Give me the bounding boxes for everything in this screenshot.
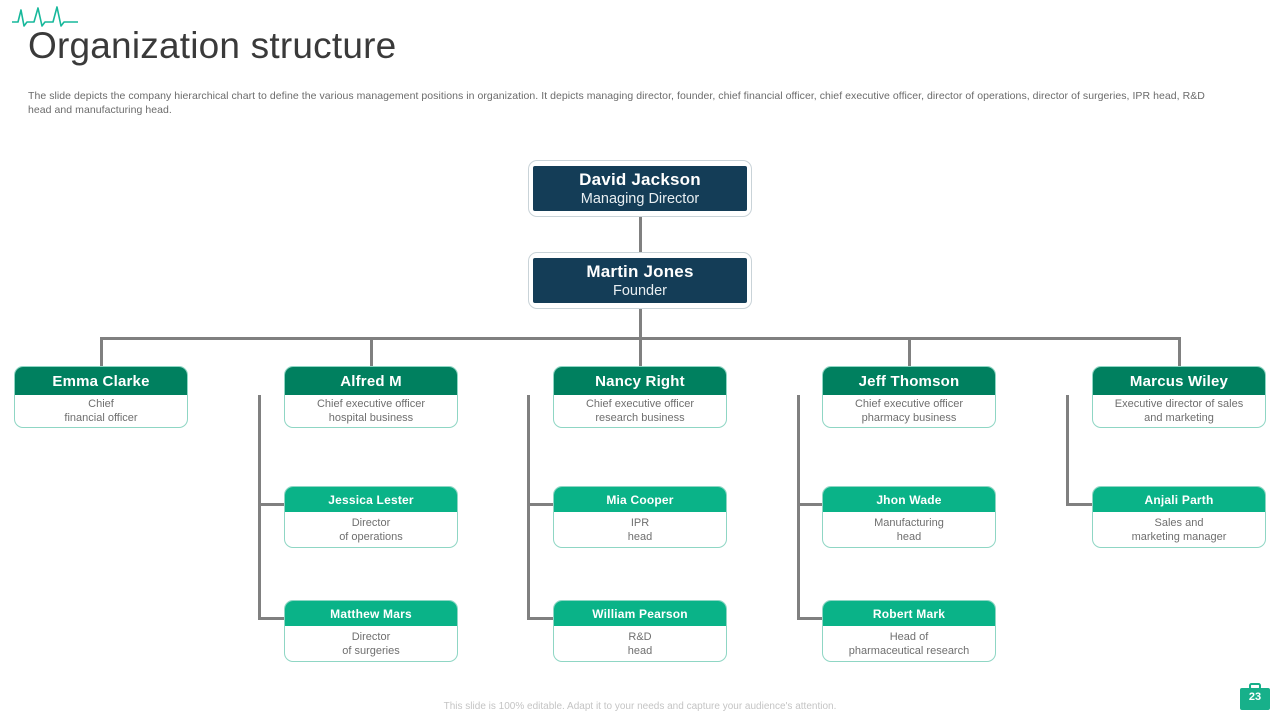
card-role-line1: Chief executive officer: [585, 398, 695, 410]
connector-stub-anjali: [1066, 503, 1095, 506]
connector-stub-mia: [527, 503, 556, 506]
connector-stub-jhon: [797, 503, 826, 506]
card-role-line1: R&D: [628, 630, 652, 643]
card-role-line2: of surgeries: [342, 644, 400, 657]
page-subtitle: The slide depicts the company hierarchic…: [28, 90, 1205, 116]
card-role-line1: Executive director of sales: [1114, 398, 1244, 410]
card-role-line1: Head of: [889, 630, 929, 643]
card-role-line2: financial officer: [64, 412, 138, 424]
card-role-line2: of operations: [339, 530, 403, 543]
card-william-pearson[interactable]: William Pearson R&D head: [553, 600, 727, 662]
card-jeff-thomson[interactable]: Jeff Thomson Chief executive officer pha…: [822, 366, 996, 428]
card-role: R&D head: [554, 626, 726, 661]
page-title: Organization structure: [28, 25, 397, 66]
card-role-line1: Manufacturing: [874, 516, 944, 529]
card-role-line2: pharmaceutical research: [848, 644, 970, 657]
connector-spine-col2: [258, 395, 261, 620]
card-name: Jhon Wade: [823, 487, 995, 512]
card-name: Mia Cooper: [554, 487, 726, 512]
connector-md-to-founder: [639, 217, 642, 252]
page-number-badge: 23: [1238, 682, 1272, 712]
card-name: Jessica Lester: [285, 487, 457, 512]
node-founder[interactable]: Martin Jones Founder: [528, 252, 752, 309]
card-role: Chief executive officer hospital busines…: [285, 395, 457, 427]
card-anjali-parth[interactable]: Anjali Parth Sales and marketing manager: [1092, 486, 1266, 548]
card-role: Director of surgeries: [285, 626, 457, 661]
card-role: Chief financial officer: [15, 395, 187, 427]
node-name: Martin Jones: [586, 261, 694, 281]
connector-spine-col5: [1066, 395, 1069, 506]
connector-drop-col5: [1178, 337, 1181, 366]
card-name: Nancy Right: [554, 367, 726, 395]
connector-stub-robert: [797, 617, 826, 620]
node-managing-director[interactable]: David Jackson Managing Director: [528, 160, 752, 217]
card-role: Head of pharmaceutical research: [823, 626, 995, 661]
card-role-line1: Director: [351, 630, 391, 643]
card-name: Marcus Wiley: [1093, 367, 1265, 395]
connector-drop-col3: [639, 337, 642, 366]
card-name: Emma Clarke: [15, 367, 187, 395]
connector-stub-matthew: [258, 617, 287, 620]
connector-spine-col3: [527, 395, 530, 620]
card-role: Chief executive officer research busines…: [554, 395, 726, 427]
connector-drop-col4: [908, 337, 911, 366]
connector-drop-col2: [370, 337, 373, 366]
card-role: Chief executive officer pharmacy busines…: [823, 395, 995, 427]
card-name: Alfred M: [285, 367, 457, 395]
card-role: Executive director of sales and marketin…: [1093, 395, 1265, 427]
node-role: Founder: [612, 282, 667, 299]
node-inner: David Jackson Managing Director: [533, 166, 747, 211]
node-name: David Jackson: [579, 169, 701, 189]
card-emma-clarke[interactable]: Emma Clarke Chief financial officer: [14, 366, 188, 428]
card-alfred-m[interactable]: Alfred M Chief executive officer hospita…: [284, 366, 458, 428]
card-role: IPR head: [554, 512, 726, 547]
connector-stub-jessica: [258, 503, 287, 506]
connector-stub-william: [527, 617, 556, 620]
footer-note: This slide is 100% editable. Adapt it to…: [443, 701, 837, 712]
ecg-heartbeat-icon: [12, 6, 78, 27]
card-nancy-right[interactable]: Nancy Right Chief executive officer rese…: [553, 366, 727, 428]
card-role-line1: Director: [351, 516, 391, 529]
briefcase-icon: [1240, 683, 1270, 710]
card-name: Robert Mark: [823, 601, 995, 626]
card-role-line2: head: [896, 530, 922, 543]
card-role-line1: Chief executive officer: [854, 398, 964, 410]
card-role: Sales and marketing manager: [1093, 512, 1265, 547]
connector-drop-col1: [100, 337, 103, 366]
card-name: William Pearson: [554, 601, 726, 626]
card-name: Anjali Parth: [1093, 487, 1265, 512]
connector-founder-stem: [639, 309, 642, 337]
card-matthew-mars[interactable]: Matthew Mars Director of surgeries: [284, 600, 458, 662]
card-name: Matthew Mars: [285, 601, 457, 626]
card-name: Jeff Thomson: [823, 367, 995, 395]
card-role-line1: IPR: [630, 516, 650, 529]
card-mia-cooper[interactable]: Mia Cooper IPR head: [553, 486, 727, 548]
page-number: 23: [1248, 691, 1262, 703]
card-role: Director of operations: [285, 512, 457, 547]
node-role: Managing Director: [580, 190, 700, 207]
card-role-line1: Chief: [88, 398, 114, 410]
connector-spine-col4: [797, 395, 800, 620]
card-role-line1: Sales and: [1154, 516, 1204, 529]
card-robert-mark[interactable]: Robert Mark Head of pharmaceutical resea…: [822, 600, 996, 662]
card-role-line1: Chief executive officer: [316, 398, 426, 410]
card-marcus-wiley[interactable]: Marcus Wiley Executive director of sales…: [1092, 366, 1266, 428]
card-role-line2: pharmacy business: [861, 412, 957, 424]
card-role-line2: hospital business: [328, 412, 414, 424]
card-role-line2: head: [627, 530, 653, 543]
node-inner: Martin Jones Founder: [533, 258, 747, 303]
card-role-line2: research business: [595, 412, 685, 424]
card-jessica-lester[interactable]: Jessica Lester Director of operations: [284, 486, 458, 548]
card-role: Manufacturing head: [823, 512, 995, 547]
card-role-line2: head: [627, 644, 653, 657]
card-jhon-wade[interactable]: Jhon Wade Manufacturing head: [822, 486, 996, 548]
card-role-line2: and marketing: [1144, 412, 1214, 424]
card-role-line2: marketing manager: [1131, 530, 1227, 543]
